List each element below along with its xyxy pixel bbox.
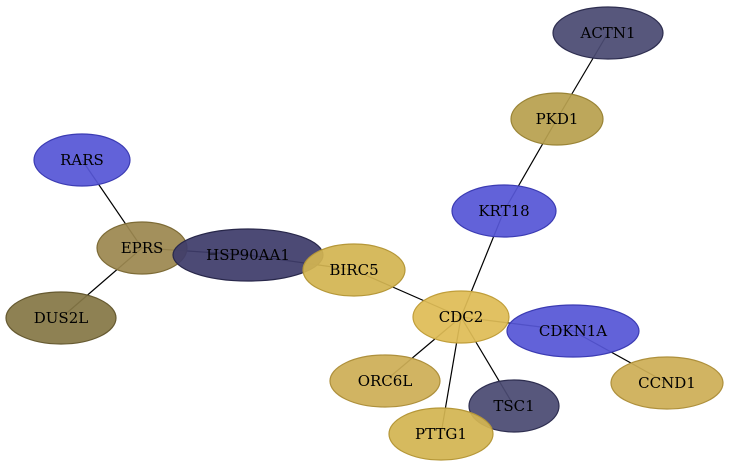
node-label-cdkn1a: CDKN1A — [539, 322, 607, 340]
node-eprs[interactable]: EPRS — [96, 221, 188, 275]
node-ellipse-orc6l[interactable] — [329, 354, 441, 408]
node-label-eprs: EPRS — [121, 239, 164, 257]
node-birc5[interactable]: BIRC5 — [302, 243, 406, 297]
node-ellipse-tsc1[interactable] — [468, 379, 560, 433]
node-ellipse-actn1[interactable] — [552, 6, 664, 60]
node-label-orc6l: ORC6L — [358, 372, 413, 390]
node-ellipse-rars[interactable] — [33, 133, 131, 187]
node-ellipse-pkd1[interactable] — [510, 92, 604, 146]
node-ccnd1[interactable]: CCND1 — [610, 356, 724, 410]
node-cdkn1a[interactable]: CDKN1A — [506, 304, 640, 358]
node-ellipse-pttg1[interactable] — [388, 407, 494, 461]
node-label-pttg1: PTTG1 — [415, 425, 467, 443]
node-ellipse-dus2l[interactable] — [5, 291, 117, 345]
node-label-pkd1: PKD1 — [536, 110, 579, 128]
node-label-krt18: KRT18 — [478, 202, 529, 220]
node-orc6l[interactable]: ORC6L — [329, 354, 441, 408]
node-pttg1[interactable]: PTTG1 — [388, 407, 494, 461]
node-label-hsp90aa1: HSP90AA1 — [206, 246, 290, 264]
node-krt18[interactable]: KRT18 — [451, 184, 557, 238]
node-ellipse-ccnd1[interactable] — [610, 356, 724, 410]
node-ellipse-birc5[interactable] — [302, 243, 406, 297]
node-pkd1[interactable]: PKD1 — [510, 92, 604, 146]
node-rars[interactable]: RARS — [33, 133, 131, 187]
node-label-ccnd1: CCND1 — [638, 374, 696, 392]
node-label-cdc2: CDC2 — [439, 308, 484, 326]
node-actn1[interactable]: ACTN1 — [552, 6, 664, 60]
node-label-tsc1: TSC1 — [493, 397, 534, 415]
node-ellipse-krt18[interactable] — [451, 184, 557, 238]
node-label-dus2l: DUS2L — [34, 309, 88, 327]
node-dus2l[interactable]: DUS2L — [5, 291, 117, 345]
node-label-rars: RARS — [60, 151, 104, 169]
node-tsc1[interactable]: TSC1 — [468, 379, 560, 433]
node-cdc2[interactable]: CDC2 — [412, 290, 510, 344]
node-hsp90aa1[interactable]: HSP90AA1 — [172, 228, 324, 282]
node-label-birc5: BIRC5 — [329, 261, 378, 279]
node-ellipse-cdkn1a[interactable] — [506, 304, 640, 358]
node-label-actn1: ACTN1 — [580, 24, 636, 42]
node-ellipse-cdc2[interactable] — [412, 290, 510, 344]
